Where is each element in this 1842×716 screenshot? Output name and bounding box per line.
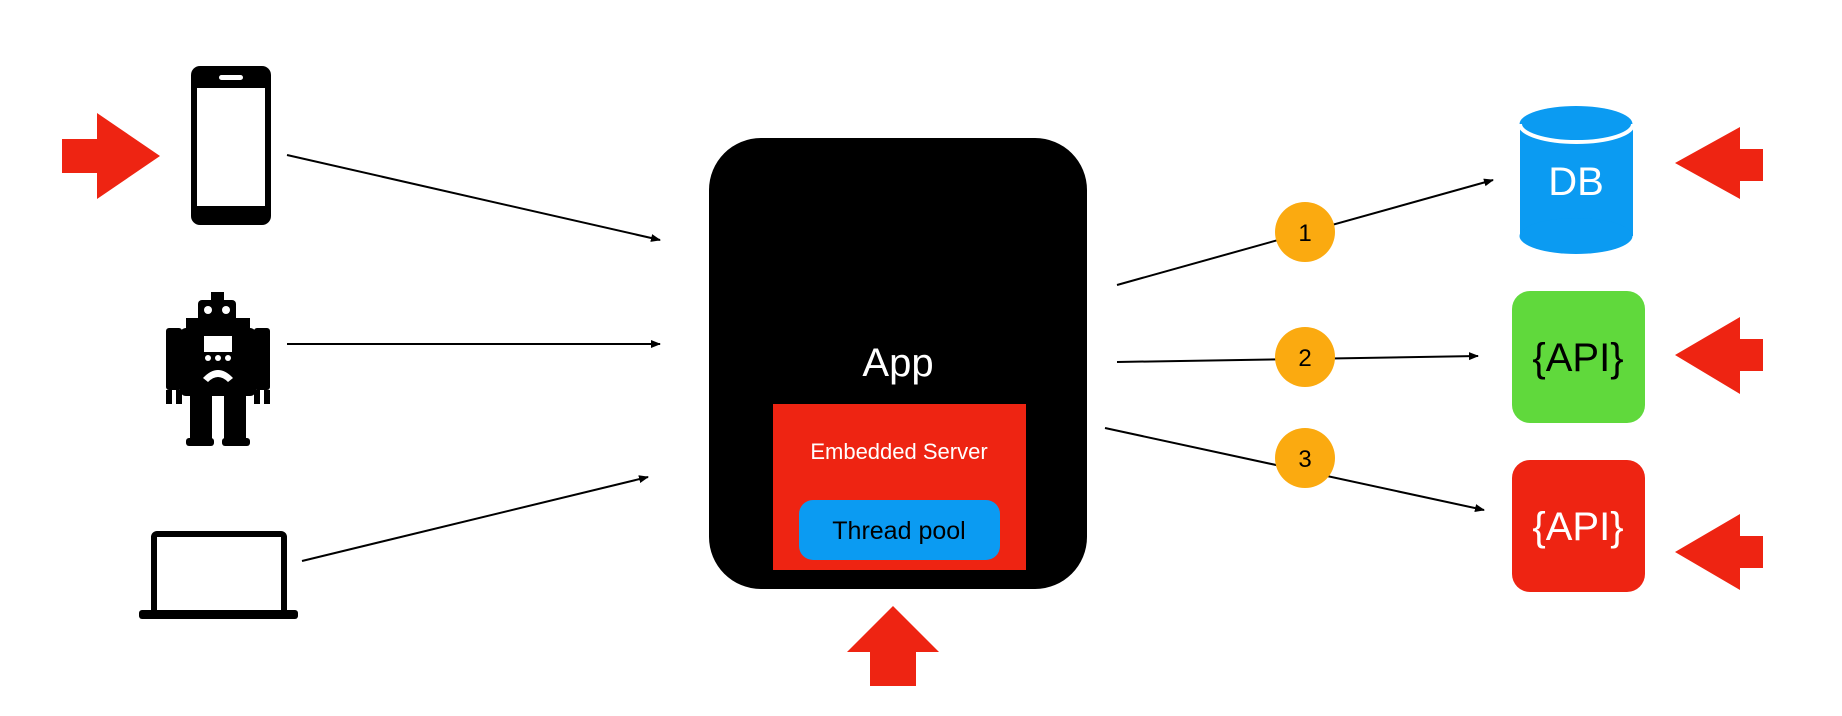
thread-pool-label: Thread pool bbox=[832, 517, 965, 545]
embedded-server-label: Embedded Server bbox=[810, 439, 987, 464]
step-badge-1: 1 bbox=[1275, 202, 1335, 262]
pressure-arrow-bottom-icon bbox=[847, 606, 939, 686]
pressure-arrow-db-icon bbox=[1675, 127, 1763, 199]
pressure-arrow-api-green-icon bbox=[1675, 317, 1763, 394]
arrow-phone-to-app bbox=[286, 154, 661, 242]
smartphone-icon bbox=[191, 66, 271, 225]
api-red-label: {API} bbox=[1532, 505, 1623, 549]
svg-text:2: 2 bbox=[1298, 345, 1311, 372]
db-label: DB bbox=[1548, 160, 1604, 204]
api-box-red bbox=[1512, 460, 1645, 592]
laptop-icon bbox=[139, 531, 298, 619]
pressure-arrow-left-icon bbox=[62, 113, 160, 199]
step-badge-3: 3 bbox=[1275, 428, 1335, 488]
api-green-label: {API} bbox=[1532, 336, 1623, 380]
app-label: App bbox=[862, 341, 933, 385]
api-box-green bbox=[1512, 291, 1645, 423]
svg-text:1: 1 bbox=[1298, 220, 1311, 247]
step-badge-2: 2 bbox=[1275, 327, 1335, 387]
svg-text:3: 3 bbox=[1298, 446, 1311, 473]
thread-pool-box bbox=[799, 500, 1000, 560]
robot-icon bbox=[166, 292, 270, 446]
database-icon bbox=[1518, 106, 1635, 254]
arrow-laptop-to-app bbox=[301, 475, 649, 562]
pressure-arrow-api-red-icon bbox=[1675, 514, 1763, 590]
